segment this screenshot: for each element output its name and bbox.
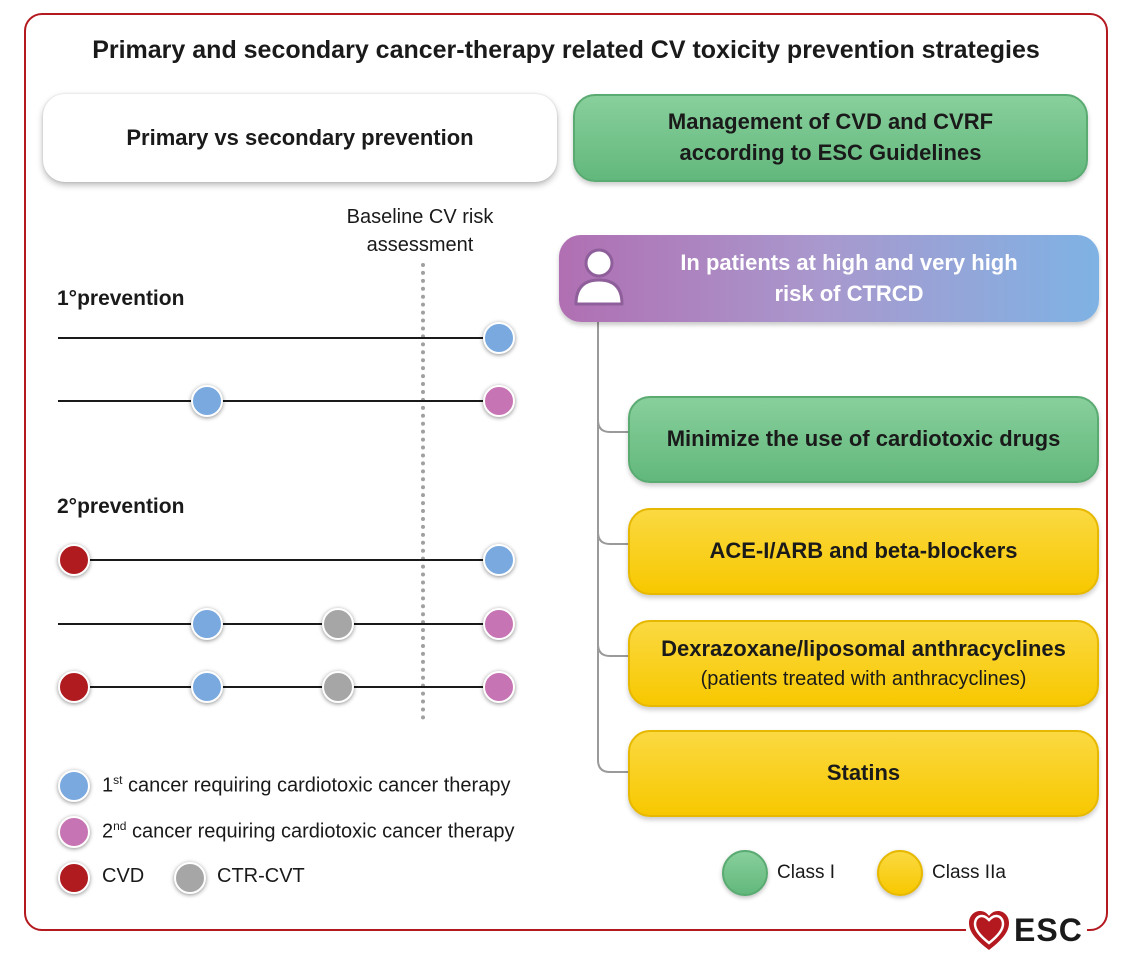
recommendation-minimize-cardiotoxic: Minimize the use of cardiotoxic drugs — [628, 396, 1099, 483]
ctr-cvt-marker — [322, 608, 354, 640]
legend-second-cancer-text: 2nd cancer requiring cardiotoxic cancer … — [102, 819, 515, 843]
second-cancer-marker — [483, 385, 515, 417]
timeline-line — [58, 400, 499, 402]
cvd-marker — [58, 544, 90, 576]
legend-cvd-text: CVD — [102, 865, 145, 887]
recommendation-subtext: (patients treated with anthracyclines) — [700, 667, 1027, 690]
esc-logo-text: ESC — [1010, 912, 1087, 949]
first-cancer-marker — [191, 385, 223, 417]
high-risk-text: In patients at high and very high risk o… — [680, 249, 1018, 306]
timeline-line — [58, 337, 499, 339]
timeline-line — [74, 686, 499, 688]
first-cancer-marker — [191, 608, 223, 640]
legend-first-cancer-dot — [58, 770, 90, 802]
recommendation-text: Minimize the use of cardiotoxic drugs — [666, 426, 1061, 452]
figure-title: Primary and secondary cancer-therapy rel… — [92, 36, 1040, 64]
legend-cvd-dot — [58, 862, 90, 894]
timeline-line — [74, 559, 499, 561]
recommendation-text: Statins — [826, 760, 901, 786]
recommendation-text: Dexrazoxane/liposomal anthracyclines — [661, 636, 1066, 662]
management-box: Management of CVD and CVRF according to … — [573, 94, 1088, 182]
legend-first-cancer-text: 1st cancer requiring cardiotoxic cancer … — [102, 773, 511, 797]
class-i-swatch — [722, 850, 768, 896]
legend-ctr-cvt-dot — [174, 862, 206, 894]
baseline-cv-risk-label: Baseline CV risk assessment — [346, 206, 494, 256]
management-text: Management of CVD and CVRF according to … — [667, 109, 994, 165]
baseline-divider — [421, 263, 425, 720]
legend-ctr-cvt-text: CTR-CVT — [217, 865, 305, 887]
recommendation-dexrazoxane: Dexrazoxane/liposomal anthracyclines (pa… — [628, 620, 1099, 707]
esc-heart-logo-icon — [966, 908, 1012, 954]
recommendation-text: ACE-I/ARB and beta-blockers — [709, 538, 1018, 564]
first-cancer-marker — [483, 322, 515, 354]
primary-vs-secondary-label: Primary vs secondary prevention — [126, 124, 474, 150]
class-iia-label: Class IIa — [932, 862, 1006, 883]
class-i-label: Class I — [777, 862, 836, 883]
patient-icon — [574, 248, 624, 306]
legend-second-cancer-dot — [58, 816, 90, 848]
primary-prevention-label: 1°prevention — [57, 287, 185, 310]
primary-vs-secondary-header: Primary vs secondary prevention — [43, 94, 557, 182]
timeline-line — [58, 623, 499, 625]
second-cancer-marker — [483, 671, 515, 703]
recommendation-ace-arb-beta-blockers: ACE-I/ARB and beta-blockers — [628, 508, 1099, 595]
second-cancer-marker — [483, 608, 515, 640]
ctr-cvt-marker — [322, 671, 354, 703]
class-iia-swatch — [877, 850, 923, 896]
cvd-marker — [58, 671, 90, 703]
figure-frame — [24, 13, 1108, 931]
recommendation-statins: Statins — [628, 730, 1099, 817]
secondary-prevention-label: 2°prevention — [57, 495, 185, 518]
first-cancer-marker — [483, 544, 515, 576]
high-risk-header: In patients at high and very high risk o… — [559, 235, 1099, 322]
first-cancer-marker — [191, 671, 223, 703]
